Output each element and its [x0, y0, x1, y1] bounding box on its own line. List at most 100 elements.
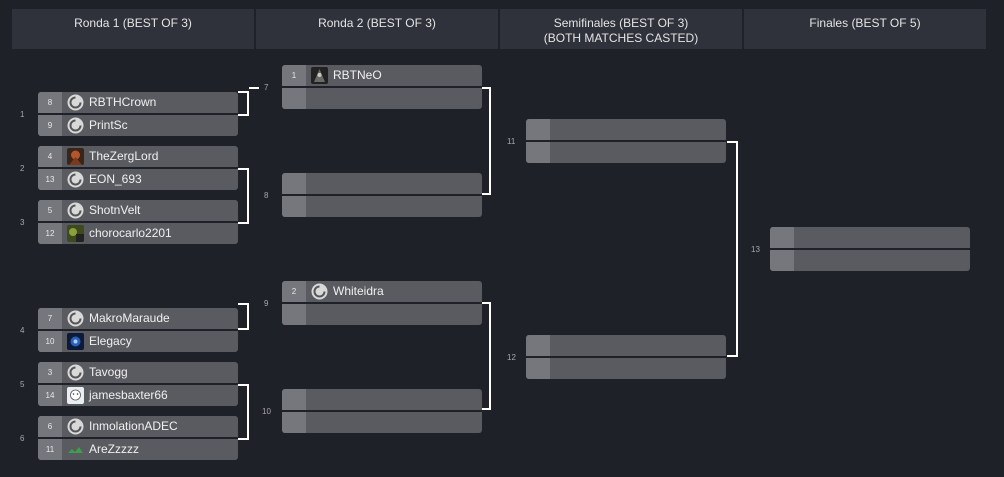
seed-badge: 10 [38, 331, 62, 352]
match-slot-top[interactable]: 6 InmolationADEC [38, 416, 238, 437]
bracket-connector [238, 384, 249, 386]
bracket-connector [482, 193, 491, 195]
match-number: 4 [20, 326, 25, 335]
bracket-connector [727, 141, 738, 143]
player-name[interactable]: Elegacy [89, 334, 132, 348]
match-slot-bottom[interactable] [282, 412, 482, 433]
photo-avatar-icon [311, 67, 328, 84]
match-slot-top[interactable] [282, 173, 482, 194]
match-slot-top[interactable]: 7 MakroMaraude [38, 308, 238, 329]
seed-badge: 13 [38, 169, 62, 190]
player-name[interactable]: MakroMaraude [89, 311, 170, 325]
swirl-logo-icon [67, 117, 84, 134]
bracket-connector [482, 408, 491, 410]
match-slot-bottom[interactable]: 14 jamesbaxter66 [38, 385, 238, 406]
match-slot-bottom[interactable] [282, 88, 482, 109]
round-header-4: Finales (BEST OF 5) [744, 9, 987, 49]
photo-avatar-icon [67, 441, 84, 458]
player-name[interactable]: Tavogg [89, 365, 128, 379]
seed-badge: 11 [38, 439, 62, 460]
seed-badge: 5 [38, 200, 62, 221]
match-slot-bottom[interactable] [282, 304, 482, 325]
seed-badge: 6 [38, 416, 62, 437]
match-slot-bottom[interactable]: 13 EON_693 [38, 169, 238, 190]
match-slot-bottom[interactable] [526, 358, 726, 379]
match-slot-bottom[interactable]: 10 Elegacy [38, 331, 238, 352]
bracket-connector [247, 91, 249, 116]
match-number: 10 [262, 407, 271, 416]
photo-avatar-icon [67, 387, 84, 404]
player-name[interactable]: ShotnVelt [89, 203, 141, 217]
match-slot-top[interactable]: 4 TheZergLord [38, 146, 238, 167]
match-slot-top[interactable]: 2 Whiteidra [282, 281, 482, 302]
match-slot-bottom[interactable]: 11 AreZzzzz [38, 439, 238, 460]
match-number: 13 [751, 245, 760, 254]
bracket-connector [727, 355, 738, 357]
seed-badge: 14 [38, 385, 62, 406]
player-name[interactable]: jamesbaxter66 [89, 388, 168, 402]
player-name[interactable]: PrintSc [89, 118, 128, 132]
match-slot-top[interactable] [770, 227, 970, 248]
match-number: 12 [507, 353, 516, 362]
match-number: 11 [507, 137, 516, 146]
swirl-logo-icon [67, 171, 84, 188]
swirl-logo-icon [67, 202, 84, 219]
seed-badge [282, 304, 306, 325]
match-slot-top[interactable]: 3 Tavogg [38, 362, 238, 383]
match-slot-top[interactable] [282, 389, 482, 410]
match-slot-top[interactable]: 5 ShotnVelt [38, 200, 238, 221]
player-name[interactable]: TheZergLord [89, 149, 159, 163]
bracket-connector [247, 384, 249, 440]
swirl-logo-icon [67, 310, 84, 327]
swirl-logo-icon [311, 283, 328, 300]
seed-badge [526, 142, 550, 163]
bracket-connector [238, 328, 249, 330]
round-header-1: Ronda 1 (BEST OF 3) [12, 9, 255, 49]
seed-badge: 2 [282, 281, 306, 302]
bracket-connector [238, 222, 249, 224]
player-name[interactable]: RBTNeO [333, 68, 382, 82]
match-slot-top[interactable]: 1 RBTNeO [282, 65, 482, 86]
seed-badge [282, 196, 306, 217]
seed-badge: 9 [38, 115, 62, 136]
match-slot-bottom[interactable] [282, 196, 482, 217]
bracket-connector [238, 91, 249, 93]
round-header-3: Semifinales (BEST OF 3) (BOTH MATCHES CA… [500, 9, 743, 49]
match-slot-bottom[interactable] [770, 250, 970, 271]
photo-avatar-icon [67, 225, 84, 242]
swirl-logo-icon [67, 364, 84, 381]
bracket-connector [238, 303, 249, 305]
seed-badge [770, 227, 794, 248]
match-slot-bottom[interactable]: 12 chorocarlo2201 [38, 223, 238, 244]
match-slot-bottom[interactable]: 9 PrintSc [38, 115, 238, 136]
player-name[interactable]: Whiteidra [333, 284, 384, 298]
player-name[interactable]: chorocarlo2201 [89, 226, 172, 240]
bracket-connector [238, 438, 249, 440]
player-name[interactable]: InmolationADEC [89, 419, 178, 433]
bracket-connector [482, 302, 491, 304]
player-name[interactable]: AreZzzzz [89, 442, 140, 456]
match-number: 1 [20, 110, 25, 119]
swirl-logo-icon [67, 418, 84, 435]
player-name[interactable]: RBTHCrown [89, 95, 157, 109]
match-slot-top[interactable]: 8 RBTHCrown [38, 92, 238, 113]
photo-avatar-icon [67, 333, 84, 350]
match-number: 8 [264, 191, 269, 200]
round-header-2: Ronda 2 (BEST OF 3) [256, 9, 499, 49]
match-slot-bottom[interactable] [526, 142, 726, 163]
bracket-connector [482, 87, 491, 89]
match-slot-top[interactable] [526, 119, 726, 140]
seed-badge [282, 389, 306, 410]
seed-badge: 1 [282, 65, 306, 86]
seed-badge [282, 412, 306, 433]
seed-badge: 7 [38, 308, 62, 329]
player-name[interactable]: EON_693 [89, 172, 142, 186]
bracket-connector [238, 114, 249, 116]
match-number: 5 [20, 380, 25, 389]
bracket-connector [247, 168, 249, 224]
match-slot-top[interactable] [526, 335, 726, 356]
match-number: 3 [20, 218, 25, 227]
seed-badge [526, 358, 550, 379]
bracket-connector [489, 302, 491, 410]
bracket-connector [736, 141, 738, 357]
